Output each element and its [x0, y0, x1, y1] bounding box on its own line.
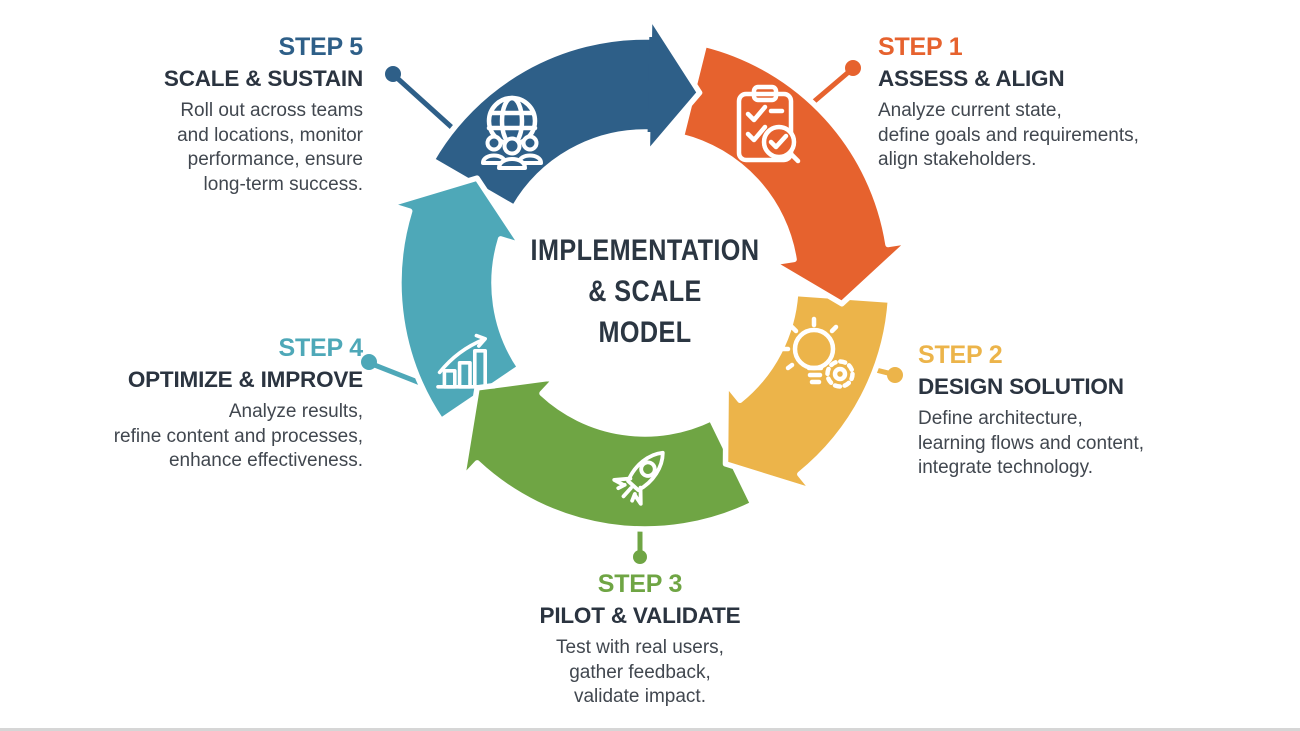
step-2-heading: DESIGN SOLUTION	[918, 374, 1124, 399]
title-line-1: IMPLEMENTATION	[530, 234, 760, 267]
step-5-label: STEP 5	[278, 33, 364, 61]
desc-line: and locations, monitor	[177, 124, 363, 146]
connector-step-5	[393, 74, 461, 136]
desc-line: integrate technology.	[918, 457, 1093, 478]
step-4-block: STEP 4 OPTIMIZE & IMPROVE Analyze result…	[23, 334, 363, 474]
segment-step-5-head-outline	[644, 12, 703, 157]
desc-line: Analyze current state,	[878, 100, 1062, 121]
connector-dot-step-2	[887, 367, 903, 383]
step-5-block: STEP 5 SCALE & SUSTAIN Roll out across t…	[23, 33, 363, 197]
title-line-3: MODEL	[598, 316, 692, 349]
connector-dot-step-5	[385, 66, 401, 82]
connector-dot-step-4	[361, 354, 377, 370]
title-line-2: & SCALE	[588, 275, 702, 308]
step-3-heading: PILOT & VALIDATE	[539, 603, 741, 628]
segment-step-2	[722, 290, 894, 495]
desc-line: define goals and requirements,	[878, 124, 1139, 146]
segment-step-5-head	[647, 15, 700, 154]
desc-line: Roll out across teams	[180, 100, 363, 121]
step-5-heading: SCALE & SUSTAIN	[163, 66, 363, 91]
step-2-block: STEP 2 DESIGN SOLUTION Define architectu…	[918, 341, 1258, 481]
step-1-block: STEP 1 ASSESS & ALIGN Analyze current st…	[878, 33, 1218, 173]
desc-line: Define architecture,	[918, 408, 1083, 429]
desc-line: learning flows and content,	[918, 432, 1145, 454]
step-4-heading: OPTIMIZE & IMPROVE	[127, 367, 363, 392]
desc-line: Analyze results,	[228, 401, 363, 422]
step-2-description: Define architecture, learning flows and …	[918, 407, 1258, 481]
step-4-label: STEP 4	[278, 334, 364, 362]
desc-line: validate impact.	[573, 686, 706, 707]
step-3-label: STEP 3	[597, 570, 683, 598]
diagram-title: IMPLEMENTATION & SCALE MODEL	[477, 230, 813, 353]
connector-dot-step-3	[633, 550, 647, 564]
step-1-description: Analyze current state, define goals and …	[878, 99, 1218, 173]
step-1-heading: ASSESS & ALIGN	[878, 66, 1065, 91]
segment-step-3	[459, 374, 756, 532]
connector-dot-step-1	[845, 60, 861, 76]
step-3-description: Test with real users, gather feedback, v…	[455, 636, 825, 710]
step-3-block: STEP 3 PILOT & VALIDATE Test with real u…	[455, 570, 825, 710]
desc-line: refine content and processes,	[113, 425, 363, 447]
desc-line: Test with real users,	[556, 637, 724, 658]
step-1-label: STEP 1	[878, 33, 963, 61]
segment-step-4	[385, 175, 525, 424]
step-2-label: STEP 2	[918, 341, 1003, 369]
bottom-edge-line	[0, 728, 1300, 731]
desc-line: enhance effectiveness.	[168, 450, 363, 471]
step-4-description: Analyze results, refine content and proc…	[23, 400, 363, 474]
desc-line: gather feedback,	[569, 661, 711, 683]
desc-line: performance, ensure	[187, 149, 363, 170]
desc-line: long-term success.	[203, 173, 363, 195]
desc-line: align stakeholders.	[878, 149, 1037, 170]
step-5-description: Roll out across teams and locations, mon…	[23, 99, 363, 197]
